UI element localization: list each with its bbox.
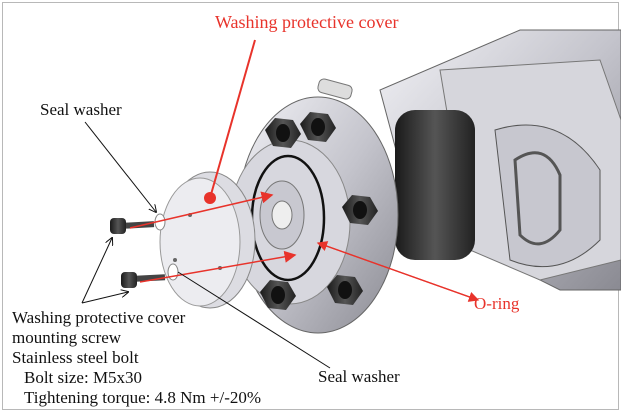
washing-protective-cover: [159, 171, 256, 309]
leader-lines: [81, 121, 331, 369]
label-seal-washer-bottom: Seal washer: [318, 367, 400, 386]
label-washing-protective-cover: Washing protective cover: [215, 12, 399, 32]
hex-bolts: [260, 112, 378, 310]
label-o-ring: O-ring: [474, 294, 520, 313]
label-screw-line1: Washing protective cover: [12, 308, 186, 327]
assembly-arrows: [129, 39, 480, 302]
label-seal-washer-top: Seal washer: [40, 100, 122, 119]
label-screw-line3: Stainless steel bolt: [12, 348, 139, 367]
label-bolt-size: Bolt size: M5x30: [24, 368, 143, 387]
label-screw-line2: mounting screw: [12, 328, 122, 347]
label-torque: Tightening torque: 4.8 Nm +/-20%: [24, 388, 262, 407]
mounting-screws: [110, 218, 166, 288]
robot-arm: [317, 29, 621, 291]
